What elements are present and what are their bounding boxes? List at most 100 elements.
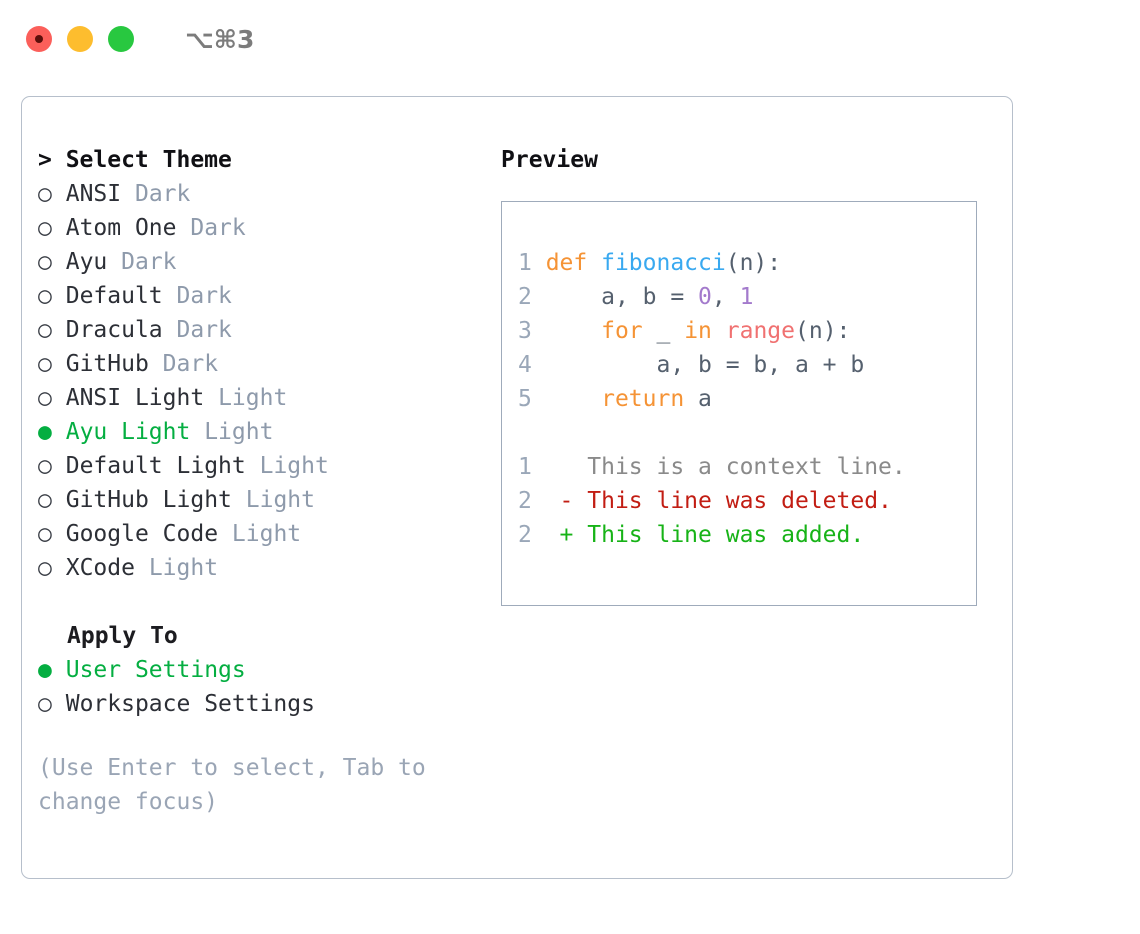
theme-option-ayu[interactable]: ○ Ayu Dark (38, 245, 478, 279)
code-token: a, b = b, a + b (545, 352, 865, 378)
code-token (546, 318, 601, 344)
minimize-button-icon[interactable] (67, 26, 93, 52)
select-theme-heading: > Select Theme (38, 147, 232, 173)
code-line: 1 def fibonacci(n): (502, 246, 976, 280)
keyboard-hint-text: (Use Enter to select, Tab to change focu… (38, 755, 426, 815)
preview-column: Preview 1 def fibonacci(n):2 a, b = 0, 1… (501, 143, 991, 606)
apply-to-option-label: User Settings (65, 657, 246, 683)
radio-unselected-icon: ○ (38, 453, 52, 479)
code-token: a (684, 386, 712, 412)
radio-unselected-icon: ○ (38, 555, 52, 581)
spacer (52, 691, 66, 717)
radio-unselected-icon: ○ (38, 215, 52, 241)
diff-line: 2 + This line was added. (502, 518, 976, 552)
theme-variant-tag: Dark (121, 249, 177, 275)
main-panel: > Select Theme ○ ANSI Dark○ Atom One Dar… (21, 96, 1013, 879)
radio-unselected-icon: ○ (38, 487, 52, 513)
code-token: , (711, 284, 740, 310)
maximize-button-icon[interactable] (108, 26, 134, 52)
code-token (712, 318, 726, 344)
spacer (190, 419, 204, 445)
spacer (52, 283, 66, 309)
title-bar: ⌥⌘3 (0, 0, 1140, 78)
theme-option-github-light[interactable]: ○ GitHub Light Light (38, 483, 478, 517)
code-token: (n): (725, 250, 782, 276)
code-token: _ (642, 318, 685, 344)
theme-option-label: Dracula (65, 317, 163, 343)
code-token (546, 386, 601, 412)
theme-option-label: Ayu Light (65, 419, 191, 445)
spacer (121, 181, 135, 207)
theme-option-ayu-light[interactable]: ● Ayu Light Light (38, 415, 478, 449)
spacer (52, 249, 66, 275)
theme-option-ansi-light[interactable]: ○ ANSI Light Light (38, 381, 478, 415)
line-number: 2 (518, 284, 546, 310)
apply-to-option-workspace-settings[interactable]: ○ Workspace Settings (38, 687, 478, 721)
theme-option-default-light[interactable]: ○ Default Light Light (38, 449, 478, 483)
code-line: 3 for _ in range(n): (502, 314, 976, 348)
theme-option-label: ANSI (65, 181, 122, 207)
theme-variant-tag: Light (231, 521, 302, 547)
theme-variant-tag: Dark (176, 317, 232, 343)
apply-to-heading: Apply To (67, 623, 178, 649)
radio-unselected-icon: ○ (38, 521, 52, 547)
spacer (52, 385, 66, 411)
radio-unselected-icon: ○ (38, 691, 52, 717)
spacer (52, 487, 66, 513)
line-number: 1 (518, 454, 546, 480)
theme-option-default[interactable]: ○ Default Dark (38, 279, 478, 313)
apply-to-option-label: Workspace Settings (65, 691, 315, 717)
apply-to-option-user-settings[interactable]: ● User Settings (38, 653, 478, 687)
keyboard-shortcut-label: ⌥⌘3 (185, 24, 255, 54)
radio-unselected-icon: ○ (38, 181, 52, 207)
line-number: 1 (518, 250, 546, 276)
spacer (107, 249, 121, 275)
spacer (52, 453, 66, 479)
code-token: (n): (795, 318, 851, 344)
theme-option-google-code[interactable]: ○ Google Code Light (38, 517, 478, 551)
theme-option-label: GitHub (65, 351, 149, 377)
theme-option-xcode[interactable]: ○ XCode Light (38, 551, 478, 585)
diff-sample: 1 This is a context line.2 - This line w… (502, 450, 976, 552)
code-token: range (725, 318, 795, 344)
apply-to-option-list: ● User Settings○ Workspace Settings (38, 653, 478, 721)
spacer (52, 351, 66, 377)
theme-variant-tag: Dark (162, 351, 219, 377)
close-button-icon[interactable] (26, 26, 52, 52)
line-number: 2 (518, 488, 546, 514)
spacer (163, 283, 177, 309)
theme-option-label: Default (65, 283, 163, 309)
theme-variant-tag: Light (245, 487, 315, 513)
spacer (218, 521, 232, 547)
code-token: This is a context line. (545, 454, 906, 480)
theme-option-label: Google Code (65, 521, 219, 547)
code-token: return (601, 386, 685, 412)
line-number: 2 (518, 522, 546, 548)
diff-line: 1 This is a context line. (502, 450, 976, 484)
theme-variant-tag: Light (148, 555, 219, 581)
spacer (204, 385, 218, 411)
code-blank-line (502, 416, 976, 450)
theme-option-label: GitHub Light (65, 487, 232, 513)
code-token: for (601, 318, 643, 344)
line-number: 5 (518, 386, 546, 412)
theme-option-label: Default Light (65, 453, 246, 479)
theme-option-ansi[interactable]: ○ ANSI Dark (38, 177, 478, 211)
theme-option-dracula[interactable]: ○ Dracula Dark (38, 313, 478, 347)
radio-unselected-icon: ○ (38, 351, 52, 377)
line-number: 3 (518, 318, 546, 344)
theme-option-label: Ayu (65, 249, 108, 275)
theme-option-label: XCode (65, 555, 135, 581)
radio-selected-icon: ● (38, 419, 52, 445)
spacer (163, 317, 177, 343)
radio-unselected-icon: ○ (38, 283, 52, 309)
theme-option-github[interactable]: ○ GitHub Dark (38, 347, 478, 381)
list-spacer (38, 585, 478, 619)
theme-option-list: ○ ANSI Dark○ Atom One Dark○ Ayu Dark○ De… (38, 177, 478, 585)
theme-variant-tag: Dark (190, 215, 246, 241)
theme-option-label: ANSI Light (65, 385, 205, 411)
theme-option-atom-one[interactable]: ○ Atom One Dark (38, 211, 478, 245)
code-token: + This line was added. (545, 522, 865, 548)
